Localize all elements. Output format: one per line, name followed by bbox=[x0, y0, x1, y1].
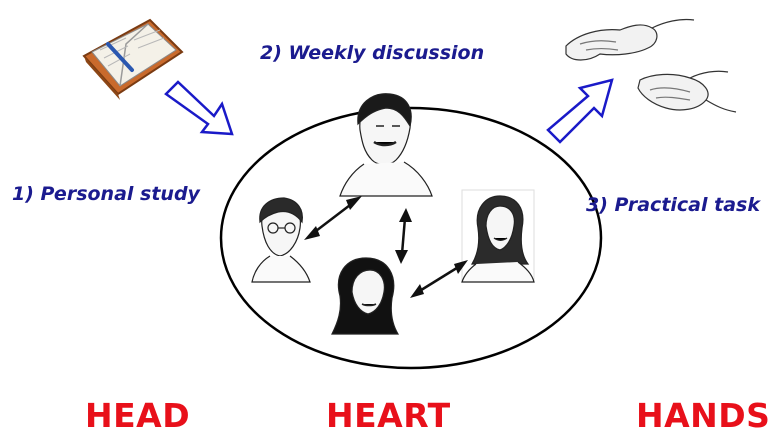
double-arrow-icon bbox=[395, 208, 412, 264]
person-portrait-icon bbox=[339, 93, 433, 197]
giving-hands-icon bbox=[565, 18, 737, 113]
double-arrow-icon bbox=[410, 260, 468, 298]
person-portrait-icon bbox=[461, 189, 535, 283]
arrow-circle-to-hands bbox=[546, 78, 614, 144]
person-portrait-icon bbox=[251, 197, 311, 283]
double-arrow-icon bbox=[304, 196, 362, 240]
pillar-hands-label: HANDS bbox=[636, 396, 771, 435]
step-weekly-discussion-label: 2) Weekly discussion bbox=[260, 42, 485, 64]
pillar-heart-label: HEART bbox=[326, 396, 451, 435]
person-portrait-icon bbox=[331, 257, 400, 335]
step-practical-task-label: 3) Practical task bbox=[586, 194, 760, 216]
step-personal-study-label: 1) Personal study bbox=[12, 183, 200, 205]
pillar-head-label: HEAD bbox=[85, 396, 191, 435]
arrow-book-to-circle bbox=[164, 80, 234, 136]
group-circle bbox=[219, 106, 603, 370]
open-book-icon bbox=[82, 18, 184, 100]
